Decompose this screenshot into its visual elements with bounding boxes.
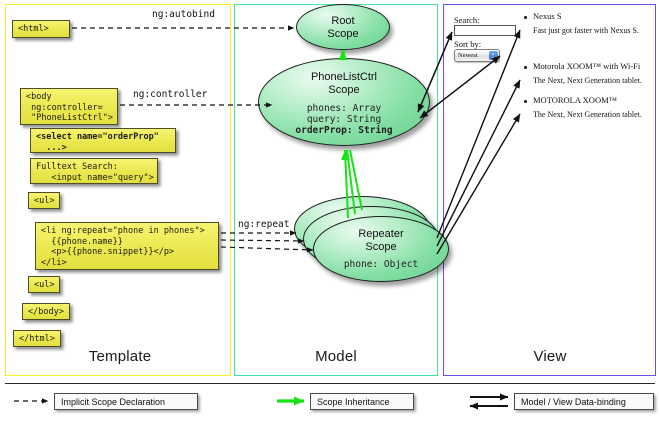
legend-divider (5, 383, 655, 384)
panel-label-model: Model (315, 348, 357, 365)
phone-snippet: The Next, Next Generation tablet. (533, 110, 642, 119)
scope-repeater: Repeater Scope phone: Object (313, 216, 449, 282)
code-box-html-open: <html> (12, 20, 70, 38)
legend-item-implicit-scope-declaration: Implicit Scope Declaration (54, 393, 198, 410)
phone-name: Nexus S (533, 11, 562, 21)
phone-snippet: Fast just got faster with Nexus S. (533, 26, 639, 35)
scope-root: Root Scope (296, 4, 390, 50)
search-input[interactable] (454, 25, 516, 36)
chevron-updown-icon (489, 51, 498, 60)
list-item: Nexus S Fast just got faster with Nexus … (533, 11, 653, 36)
list-item: Motorola XOOM™ with Wi-Fi The Next, Next… (533, 61, 658, 86)
legend-item-scope-inheritance: Scope Inheritance (310, 393, 414, 410)
phone-snippet: The Next, Next Generation tablet. (533, 76, 642, 85)
code-box-ul-open: <ul> (28, 192, 60, 209)
list-bullet (524, 66, 527, 69)
scope-phonelistctrl-title: PhoneListCtrl Scope (310, 71, 378, 96)
phone-name: Motorola XOOM™ with Wi-Fi (533, 61, 641, 71)
phone-name: MOTOROLA XOOM™ (533, 95, 617, 105)
panel-label-template: Template (88, 348, 152, 365)
sort-by-select[interactable]: Newest (454, 49, 500, 62)
code-box-select: <select name="orderProp" ...> (30, 128, 176, 153)
code-box-li-repeat: <li ng:repeat="phone in phones"> {{phone… (35, 222, 219, 270)
edge-label-ng-repeat: ng:repeat (238, 219, 290, 230)
list-bullet (524, 16, 527, 19)
scope-root-title: Root Scope (327, 15, 359, 40)
scope-repeater-title: Repeater Scope (358, 228, 404, 253)
panel-label-view: View (533, 348, 567, 365)
legend-item-data-binding: Model / View Data-binding (514, 393, 654, 410)
list-item: MOTOROLA XOOM™ The Next, Next Generation… (533, 95, 658, 120)
panel-template (5, 4, 231, 376)
scope-repeater-props: phone: Object (343, 259, 419, 270)
edge-label-ng-controller: ng:controller (133, 89, 208, 100)
code-box-html-close: </html> (13, 330, 61, 347)
view-sort-label: Sort by: (454, 39, 482, 49)
code-box-body-open: <body ng:controller= "PhoneListCtrl"> (20, 88, 118, 125)
code-box-ul-close: <ul> (28, 276, 60, 293)
code-box-body-close: </body> (22, 303, 70, 320)
code-box-fulltext-search: Fulltext Search: <input name="query"> (30, 158, 158, 184)
edge-label-ng-autobind: ng:autobind (152, 9, 215, 20)
sort-by-selected-value: Newest (458, 52, 478, 59)
list-bullet (524, 100, 527, 103)
view-search-label: Search: (454, 15, 480, 25)
